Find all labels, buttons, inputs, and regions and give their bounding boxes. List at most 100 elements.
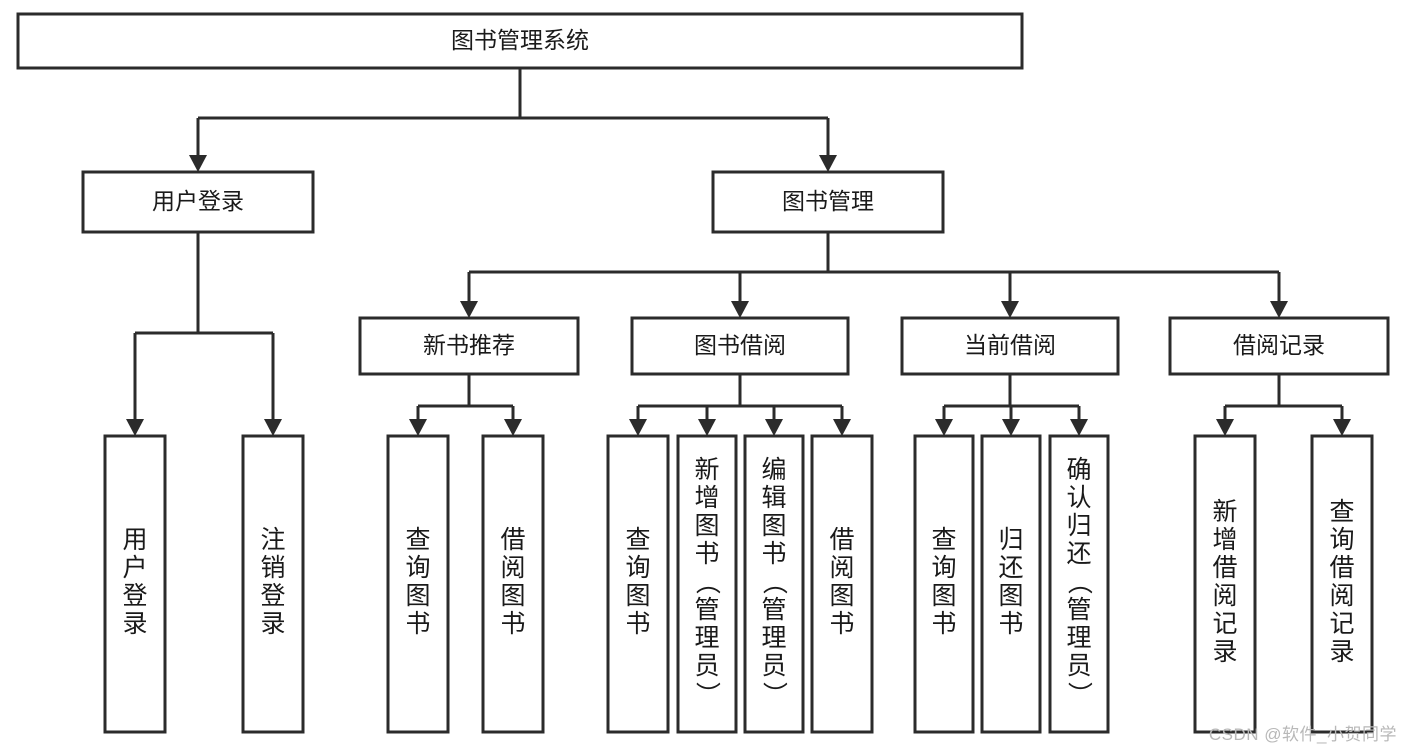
- node-box-leaf-query-book-1: [386, 434, 450, 734]
- svg-text:新: 新: [694, 456, 719, 484]
- svg-text:阅: 阅: [1212, 582, 1237, 610]
- node-user-login[interactable]: 用户登录: [81, 170, 315, 234]
- svg-text:书: 书: [405, 610, 430, 638]
- node-box-book-manage: [711, 170, 945, 234]
- svg-text:图: 图: [625, 582, 650, 610]
- arrow-head-icon: [1002, 419, 1020, 436]
- connector-group-user-login: [126, 232, 282, 436]
- svg-text:登: 登: [260, 582, 285, 610]
- svg-text:询: 询: [931, 554, 956, 582]
- svg-text:书: 书: [761, 540, 786, 568]
- arrow-head-icon: [1333, 419, 1351, 436]
- svg-text:管: 管: [694, 596, 719, 624]
- svg-text:）: ）: [1065, 681, 1093, 706]
- svg-text:新: 新: [1212, 498, 1237, 526]
- node-box-leaf-return-book: [980, 434, 1042, 734]
- arrow-head-icon: [935, 419, 953, 436]
- svg-text:录: 录: [260, 610, 285, 638]
- node-label-borrow-record: 借阅记录: [1233, 332, 1325, 358]
- svg-text:辑: 辑: [761, 484, 786, 512]
- connector-layer: [126, 68, 1351, 436]
- svg-text:借: 借: [1212, 554, 1237, 582]
- arrow-head-icon: [1270, 301, 1288, 318]
- svg-text:用: 用: [122, 526, 147, 554]
- connector-group-book-borrow: [629, 374, 851, 436]
- arrow-head-icon: [1216, 419, 1234, 436]
- node-book-manage[interactable]: 图书管理: [711, 170, 945, 234]
- node-box-leaf-query-book-3: [913, 434, 975, 734]
- node-label-user-login: 用户登录: [152, 188, 244, 214]
- node-new-book-recommend[interactable]: 新书推荐: [358, 316, 580, 376]
- arrow-head-icon: [504, 419, 522, 436]
- node-current-borrow[interactable]: 当前借阅: [900, 316, 1120, 376]
- node-leaf-user-login[interactable]: 用户登录: [103, 434, 167, 734]
- node-box-leaf-borrow-book-1: [481, 434, 545, 734]
- svg-text:员: 员: [694, 652, 719, 680]
- arrow-head-icon: [819, 155, 837, 172]
- node-box-new-book-recommend: [358, 316, 580, 376]
- svg-text:记: 记: [1212, 610, 1237, 638]
- node-label-book-manage: 图书管理: [782, 188, 874, 214]
- node-box-leaf-confirm-return: [1048, 434, 1110, 734]
- svg-text:询: 询: [625, 554, 650, 582]
- connector-group-current-borrow: [935, 374, 1088, 436]
- node-borrow-record[interactable]: 借阅记录: [1168, 316, 1390, 376]
- arrow-head-icon: [409, 419, 427, 436]
- node-root[interactable]: 图书管理系统: [16, 12, 1024, 70]
- svg-text:图: 图: [829, 582, 854, 610]
- node-box-book-borrow: [630, 316, 850, 376]
- node-box-leaf-logout: [241, 434, 305, 734]
- svg-text:借: 借: [500, 526, 525, 554]
- svg-text:理: 理: [761, 624, 786, 652]
- svg-text:书: 书: [931, 610, 956, 638]
- svg-text:阅: 阅: [1329, 582, 1354, 610]
- svg-text:）: ）: [693, 681, 721, 706]
- svg-text:阅: 阅: [829, 554, 854, 582]
- arrow-head-icon: [126, 419, 144, 436]
- svg-text:书: 书: [694, 540, 719, 568]
- node-label-book-borrow: 图书借阅: [694, 332, 786, 358]
- arrow-head-icon: [189, 155, 207, 172]
- svg-text:书: 书: [625, 610, 650, 638]
- svg-text:查: 查: [1329, 498, 1354, 526]
- svg-text:销: 销: [260, 554, 285, 582]
- svg-text:录: 录: [122, 610, 147, 638]
- node-book-borrow[interactable]: 图书借阅: [630, 316, 850, 376]
- svg-text:（: （: [693, 569, 721, 594]
- arrow-head-icon: [698, 419, 716, 436]
- node-box-leaf-add-record: [1193, 434, 1257, 734]
- connector-group-root: [189, 68, 837, 172]
- node-box-borrow-record: [1168, 316, 1390, 376]
- node-label-leaf-user-login: 用户登录: [122, 526, 147, 638]
- connector-group-new-book-recommend: [409, 374, 522, 436]
- svg-text:理: 理: [1066, 624, 1091, 652]
- node-box-root: [16, 12, 1024, 70]
- svg-text:记: 记: [1329, 610, 1354, 638]
- svg-text:登: 登: [122, 582, 147, 610]
- node-box-leaf-borrow-book-2: [810, 434, 874, 734]
- node-box-leaf-user-login: [103, 434, 167, 734]
